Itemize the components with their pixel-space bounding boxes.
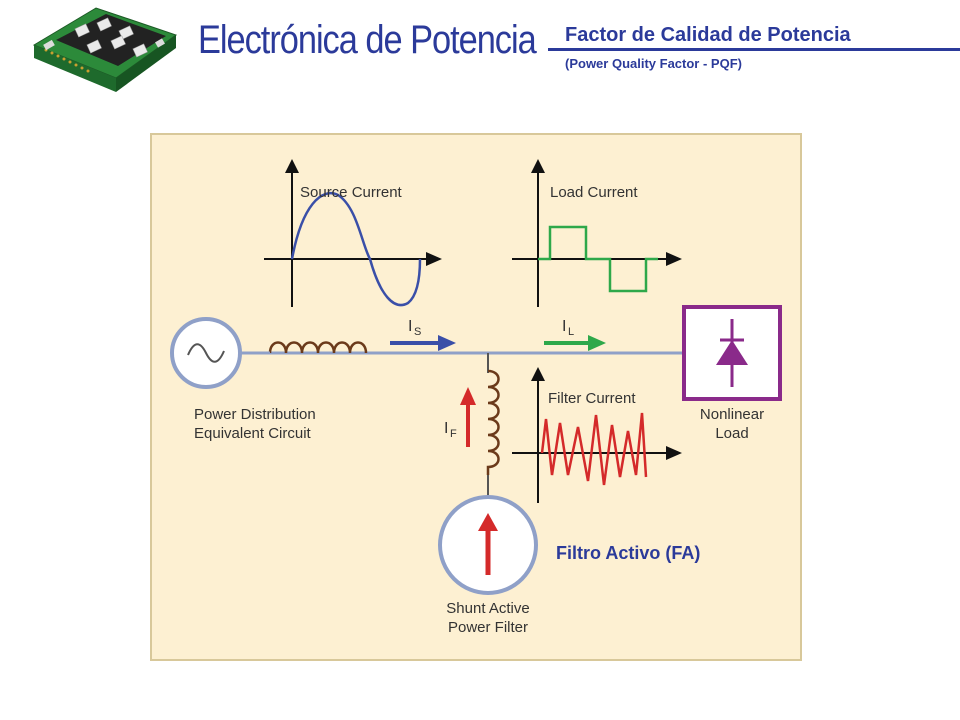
if-label: I [444, 420, 448, 437]
power-distribution-label-2: Equivalent Circuit [194, 425, 312, 442]
nonlinear-load-box [682, 305, 782, 401]
load-current-graph: Load Current [512, 159, 682, 307]
nonlinear-load-label-2: Load [715, 425, 748, 442]
power-distribution-label-1: Power Distribution [194, 406, 316, 423]
shunt-inductor-icon [486, 369, 500, 475]
power-module-logo [32, 7, 178, 92]
diagram-svg: Source Current Load Current I S [170, 159, 782, 636]
shunt-filter-source-icon [438, 495, 538, 595]
filter-current-wave [540, 412, 648, 486]
if-subscript: F [450, 428, 457, 440]
source-current-label: Source Current [300, 184, 403, 201]
shunt-filter-label-2: Power Filter [448, 619, 528, 636]
series-inductor-icon [268, 341, 368, 354]
page-subtitle: Factor de Calidad de Potencia [565, 24, 851, 46]
shunt-active-filter-diagram: Source Current Load Current I S [150, 133, 802, 661]
page-title: Electrónica de Potencia [198, 18, 537, 62]
is-subscript: S [414, 326, 421, 338]
page-subtitle-english: (Power Quality Factor - PQF) [565, 56, 742, 71]
ac-source-icon [170, 317, 242, 389]
load-current-arrow: I L [544, 318, 606, 351]
filter-current-graph: Filter Current [512, 367, 682, 503]
il-label: I [562, 318, 566, 335]
shunt-filter-label-1: Shunt Active [446, 600, 529, 617]
filter-current-arrow: I F [444, 387, 476, 447]
filter-current-label: Filter Current [548, 390, 636, 407]
source-current-wave [290, 192, 422, 307]
source-current-arrow: I S [390, 318, 456, 351]
diode-icon [716, 340, 748, 365]
source-current-graph: Source Current [264, 159, 442, 307]
is-label: I [408, 318, 412, 335]
load-current-wave [538, 225, 658, 293]
header-rule [548, 48, 960, 51]
il-subscript: L [568, 326, 574, 338]
load-current-label: Load Current [550, 184, 638, 201]
active-filter-label: Filtro Activo (FA) [556, 543, 700, 563]
nonlinear-load-label-1: Nonlinear [700, 406, 764, 423]
